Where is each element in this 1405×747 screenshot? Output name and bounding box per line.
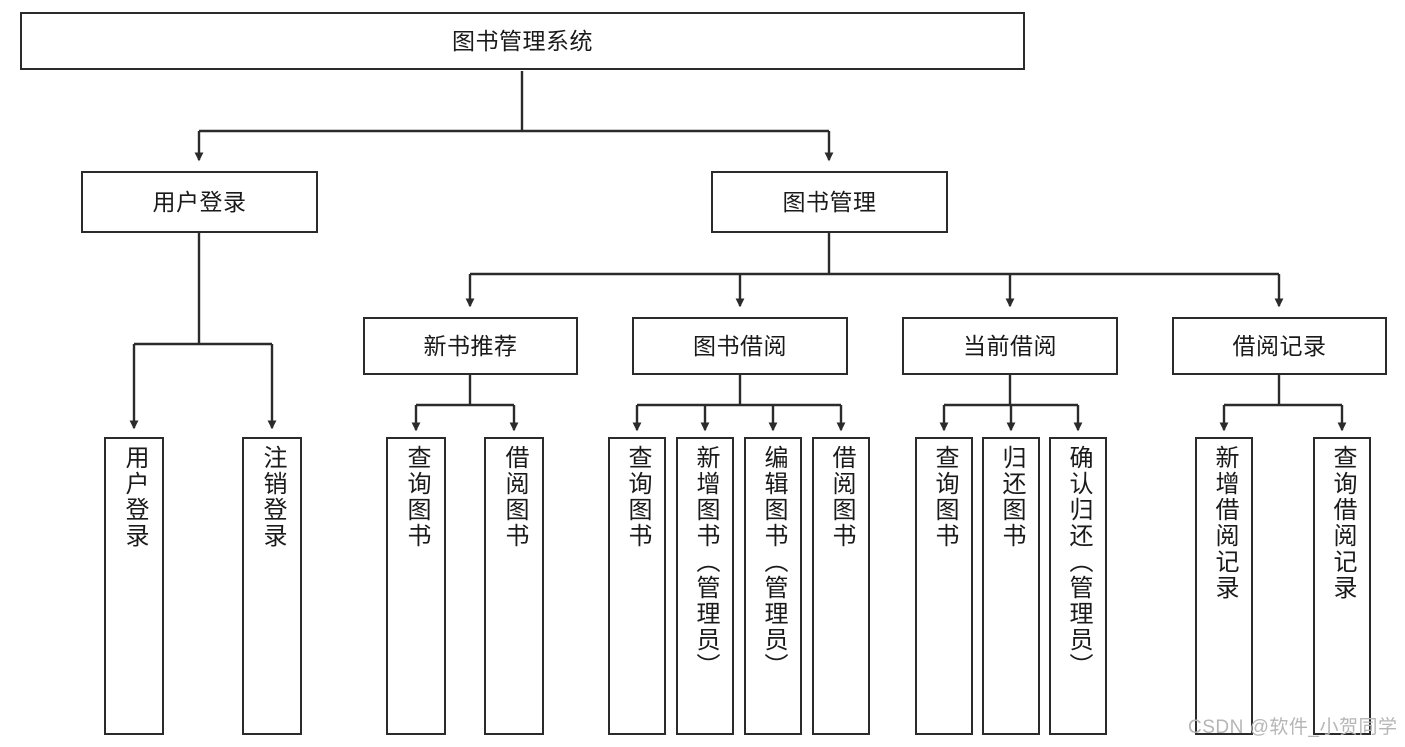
node-leaf-query-record-label: 查询借阅记录 [1329,445,1356,601]
node-user-login[interactable]: 用户登录 [81,171,318,233]
node-leaf-borrow-book-1-label: 借阅图书 [501,445,528,549]
node-leaf-borrow-book-1[interactable]: 借阅图书 [484,437,544,735]
node-leaf-query-book-1[interactable]: 查询图书 [386,437,446,735]
node-leaf-edit-book-label: 编辑图书（管理员） [760,445,787,679]
node-leaf-return-book-label: 归还图书 [998,445,1025,549]
node-leaf-user-login-label: 用户登录 [121,445,148,549]
node-book-manage[interactable]: 图书管理 [711,171,948,233]
node-borrow-record[interactable]: 借阅记录 [1172,317,1387,375]
node-leaf-confirm-return-label: 确认归还（管理员） [1065,445,1092,679]
node-leaf-confirm-return[interactable]: 确认归还（管理员） [1049,437,1107,735]
node-leaf-query-book-2-label: 查询图书 [624,445,651,549]
node-leaf-borrow-book-2-label: 借阅图书 [828,445,855,549]
node-leaf-borrow-book-2[interactable]: 借阅图书 [812,437,870,735]
node-leaf-add-book-label: 新增图书（管理员） [692,445,719,679]
csdn-watermark: CSDN @软件_小贺同学 [1188,717,1398,738]
node-leaf-add-book[interactable]: 新增图书（管理员） [676,437,734,735]
node-leaf-return-book[interactable]: 归还图书 [982,437,1040,735]
node-leaf-query-book-1-label: 查询图书 [403,445,430,549]
node-leaf-query-book-2[interactable]: 查询图书 [608,437,666,735]
node-root[interactable]: 图书管理系统 [20,12,1025,70]
node-borrow-record-label: 借阅记录 [1232,332,1327,359]
node-leaf-query-book-3-label: 查询图书 [931,445,958,549]
node-book-manage-label: 图书管理 [782,188,877,215]
node-leaf-query-book-3[interactable]: 查询图书 [915,437,973,735]
node-book-borrow[interactable]: 图书借阅 [632,317,848,375]
node-leaf-add-record-label: 新增借阅记录 [1211,445,1238,601]
node-book-borrow-label: 图书借阅 [693,332,787,359]
node-current-borrow-label: 当前借阅 [963,332,1057,359]
node-new-book-recommend-label: 新书推荐 [423,332,518,359]
node-leaf-add-record[interactable]: 新增借阅记录 [1195,437,1253,735]
node-leaf-edit-book[interactable]: 编辑图书（管理员） [744,437,802,735]
node-leaf-logout-login-label: 注销登录 [259,445,286,549]
node-root-label: 图书管理系统 [452,27,593,54]
node-user-login-label: 用户登录 [152,188,247,215]
node-current-borrow[interactable]: 当前借阅 [902,317,1118,375]
node-new-book-recommend[interactable]: 新书推荐 [363,317,578,375]
node-leaf-logout-login[interactable]: 注销登录 [242,437,302,735]
node-leaf-user-login[interactable]: 用户登录 [104,437,164,735]
node-leaf-query-record[interactable]: 查询借阅记录 [1313,437,1371,735]
